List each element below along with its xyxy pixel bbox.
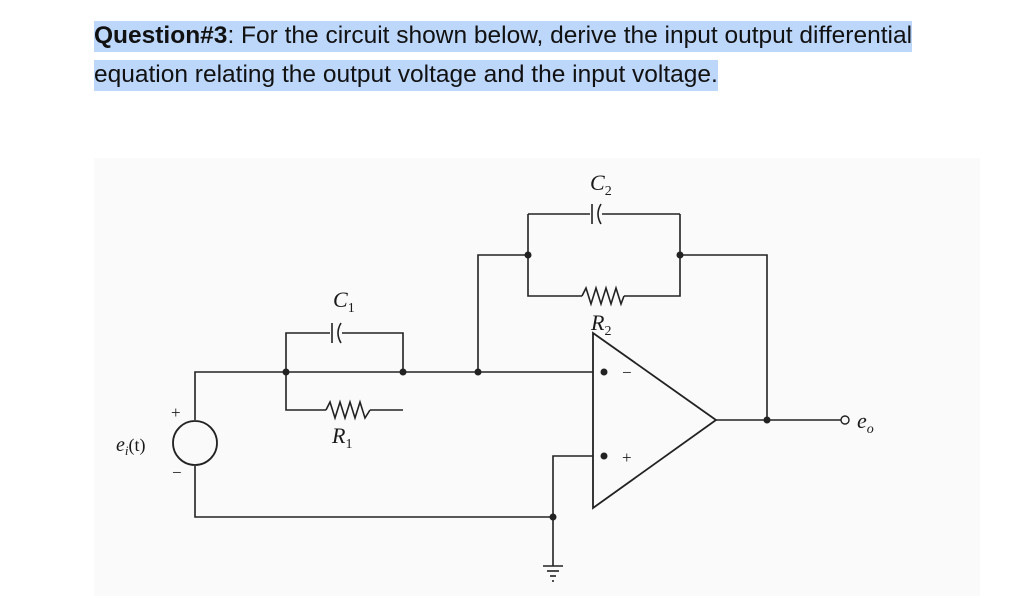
source-plus-sign: + bbox=[171, 403, 181, 422]
voltage-source-circle bbox=[172, 420, 218, 466]
wire-c2-r2-frame bbox=[527, 214, 681, 297]
question-text-1: : For the circuit shown below, derive th… bbox=[227, 22, 913, 49]
resistor-r1 bbox=[325, 399, 371, 421]
wire-source-top bbox=[194, 371, 401, 420]
label-c2: C2 bbox=[590, 170, 612, 199]
junction-dots bbox=[282, 251, 771, 521]
opamp-plus-sign: + bbox=[622, 448, 632, 467]
output-terminal bbox=[840, 415, 850, 425]
question-text: Question#3: For the circuit shown below,… bbox=[94, 16, 994, 94]
node-dot bbox=[549, 513, 557, 521]
op-amp-triangle bbox=[592, 331, 718, 510]
node-dot bbox=[763, 416, 771, 424]
capacitor-c1 bbox=[331, 322, 342, 344]
wire-r1-branch bbox=[285, 372, 403, 411]
capacitor-c2 bbox=[591, 203, 602, 225]
node-dot bbox=[524, 251, 532, 259]
node-dot bbox=[282, 368, 290, 376]
opamp-minus-sign: − bbox=[622, 363, 632, 382]
node-dot bbox=[399, 368, 407, 376]
inverting-input-dot bbox=[600, 368, 608, 376]
wire-feedback-right bbox=[680, 254, 768, 420]
question-label: Question#3 bbox=[94, 22, 228, 49]
circuit-wires bbox=[194, 213, 841, 566]
wire-feedback-left bbox=[477, 254, 528, 372]
ground-symbol bbox=[543, 565, 563, 582]
node-dot bbox=[676, 251, 684, 259]
label-source: ei(t) bbox=[116, 434, 146, 458]
wire-c1-branch bbox=[285, 332, 404, 372]
question-line-2: equation relating the output voltage and… bbox=[94, 60, 718, 91]
noninverting-input-dot bbox=[600, 452, 608, 460]
question-line-1: Question#3: For the circuit shown below,… bbox=[94, 21, 913, 52]
label-r2: R2 bbox=[590, 310, 611, 339]
node-dot bbox=[474, 368, 482, 376]
label-r1: R1 bbox=[331, 423, 352, 452]
resistor-r2 bbox=[581, 285, 625, 307]
label-output: eo bbox=[857, 408, 874, 437]
wire-source-bottom bbox=[194, 466, 553, 518]
source-minus-sign: − bbox=[172, 463, 182, 482]
circuit-figure: C2 R2 C1 R1 ei(t) eo + − − + bbox=[94, 158, 980, 596]
label-c1: C1 bbox=[333, 287, 355, 316]
wire-noninverting-ground bbox=[552, 455, 593, 566]
